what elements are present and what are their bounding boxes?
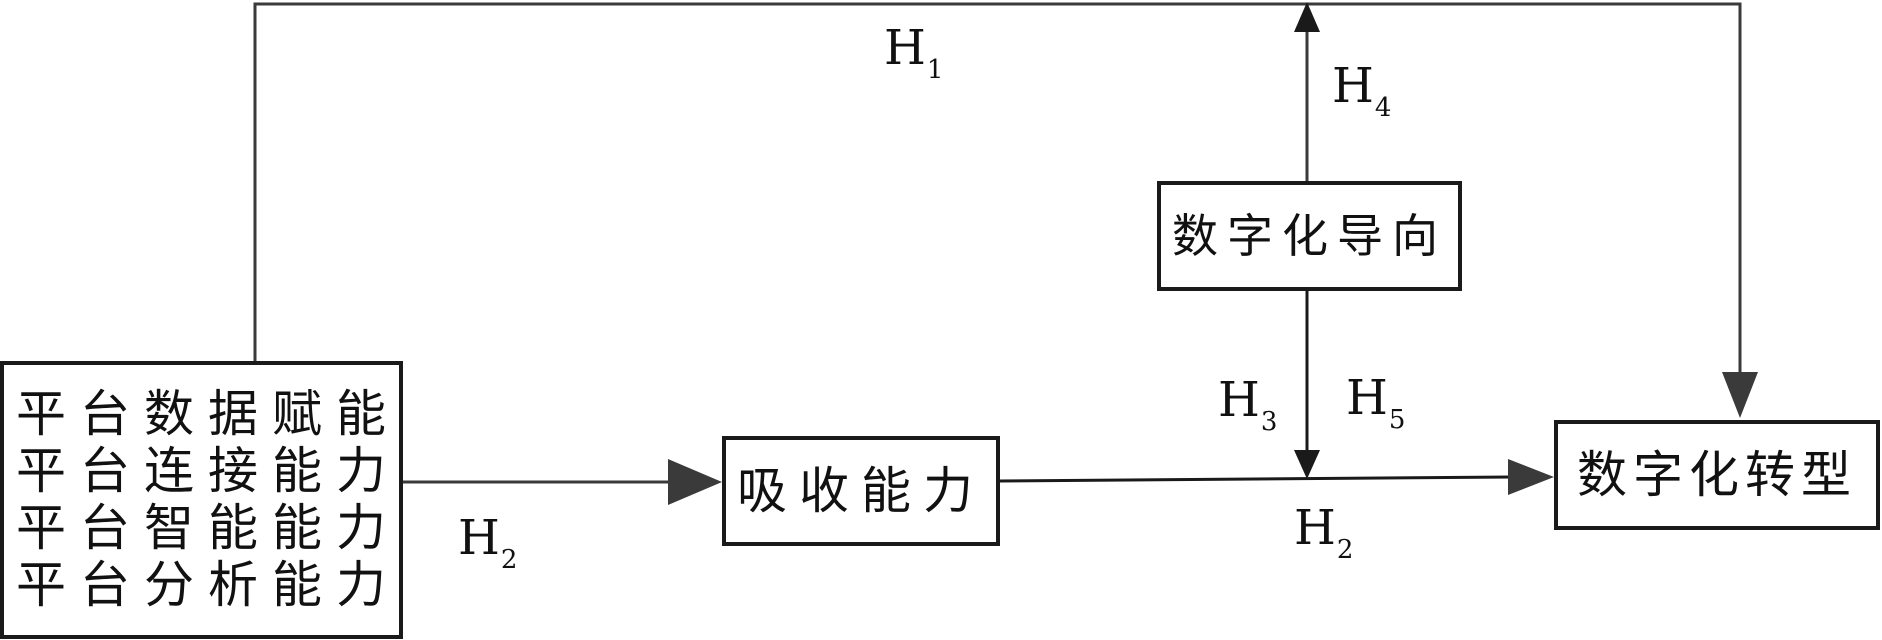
hypothesis-h2-right-label: H2 — [1294, 504, 1353, 563]
platform-line-intelligence: 平台智能能力 — [16, 499, 400, 557]
h2-right-subscript: 2 — [1336, 535, 1354, 565]
h1-letter: H — [884, 20, 926, 76]
platform-line-connection: 平台连接能力 — [16, 442, 400, 500]
h1-path-line — [253, 2, 1742, 375]
h4-letter: H — [1332, 58, 1374, 114]
hypothesis-h3-label: H3 — [1218, 376, 1277, 435]
hypothesis-h5-label: H5 — [1346, 374, 1405, 433]
platform-line-data-empowerment: 平台数据赋能 — [16, 385, 400, 443]
h4-arrowhead — [1294, 2, 1320, 32]
h2-right-letter: H — [1294, 500, 1336, 556]
h5-letter: H — [1346, 370, 1388, 426]
platform-line-analytics: 平台分析能力 — [16, 556, 400, 614]
h2-left-subscript: 2 — [500, 545, 518, 575]
digital-transformation-label: 数字化转型 — [1577, 446, 1857, 504]
h1-arrowhead — [1722, 372, 1758, 418]
h2-right-arrowhead — [1508, 459, 1554, 495]
digital-orientation-box: 数字化导向 — [1157, 181, 1462, 291]
h4-subscript: 4 — [1374, 93, 1392, 123]
h2-left-arrowhead — [668, 459, 722, 505]
hypothesis-h2-left-label: H2 — [458, 514, 517, 573]
h1-subscript: 1 — [926, 55, 944, 85]
h5-subscript: 5 — [1388, 405, 1406, 435]
h2-right-arrow-line — [999, 475, 1513, 483]
digital-orientation-label: 数字化导向 — [1172, 209, 1447, 263]
digital-transformation-box: 数字化转型 — [1554, 420, 1880, 530]
hypothesis-h1-label: H1 — [884, 24, 943, 83]
hypothesis-h4-label: H4 — [1332, 62, 1391, 121]
absorptive-capacity-label: 吸收能力 — [737, 462, 985, 520]
h3-h5-arrowhead — [1294, 450, 1320, 479]
h2-left-letter: H — [458, 510, 500, 566]
h3-letter: H — [1218, 372, 1260, 428]
h3-subscript: 3 — [1260, 407, 1278, 437]
platform-capability-box: 平台数据赋能 平台连接能力 平台智能能力 平台分析能力 — [0, 361, 403, 639]
absorptive-capacity-box: 吸收能力 — [722, 436, 1000, 546]
